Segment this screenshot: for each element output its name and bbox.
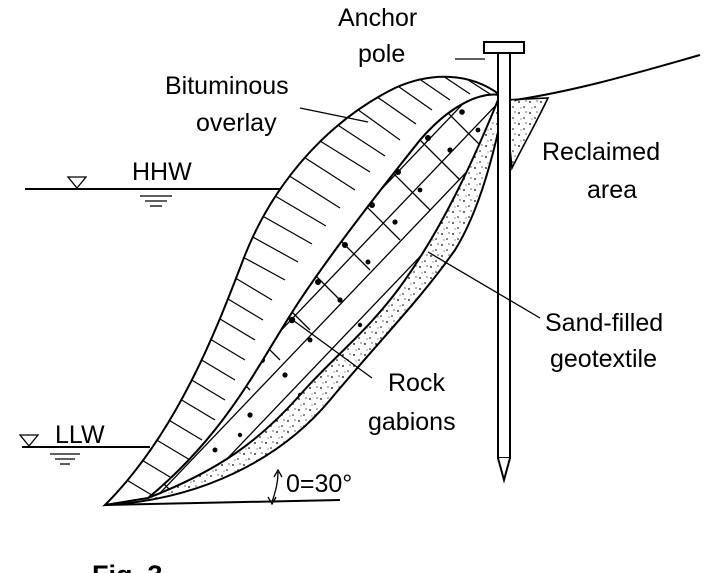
llw-label: LLW	[55, 421, 105, 449]
sand-filled-geotextile-label-line1: Sand-filled	[545, 309, 663, 337]
figure-caption: Fig. 3	[92, 560, 163, 573]
rock-gabions-label-line2: gabions	[368, 408, 456, 436]
reclaimed-fill	[504, 97, 550, 171]
ground-surface-line	[514, 54, 701, 101]
slope-angle-label: 0=30°	[286, 470, 352, 498]
anchor-pole	[483, 41, 525, 484]
bituminous-overlay-label-line2: overlay	[196, 109, 277, 137]
bituminous-leader	[299, 107, 369, 123]
slope-angle-marker	[267, 468, 283, 506]
rock-leader	[289, 317, 373, 379]
hhw-label: HHW	[132, 158, 192, 186]
bituminous-overlay-label-line1: Bituminous	[165, 72, 289, 100]
reclaimed-area-label-line1: Reclaimed	[542, 138, 660, 166]
reclaimed-area-label-line2: area	[587, 176, 637, 204]
sand-filled-geotextile-label-line2: geotextile	[550, 345, 657, 373]
bituminous-overlay	[102, 75, 504, 507]
rock-gabions-label-line1: Rock	[388, 369, 445, 397]
anchor-pole-label-line1: Anchor	[338, 4, 417, 32]
sand-leader	[427, 251, 541, 319]
hhw-water-line	[25, 176, 300, 207]
llw-water-line	[18, 434, 150, 465]
toe-base-line	[104, 499, 341, 506]
anchor-pole-label-line2: pole	[358, 40, 405, 68]
